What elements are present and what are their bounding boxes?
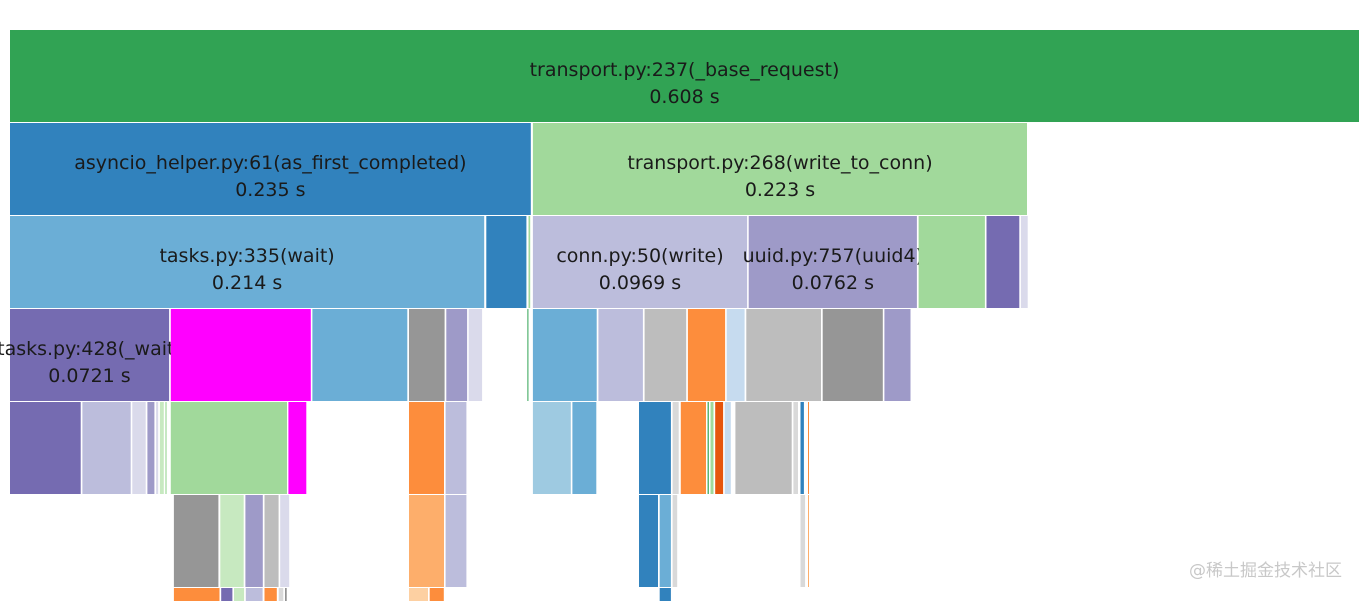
frame-bar[interactable] xyxy=(800,402,804,494)
frame-bar[interactable] xyxy=(173,588,220,601)
frame-bar[interactable] xyxy=(822,309,883,401)
frame-bar[interactable] xyxy=(707,402,709,494)
frame-bar[interactable] xyxy=(220,495,244,587)
frame-time-label: 0.0762 s xyxy=(792,272,874,294)
frame-label: transport.py:268(write_to_conn) xyxy=(627,152,932,174)
frame-bar[interactable] xyxy=(884,309,911,401)
frame-bar[interactable] xyxy=(486,216,527,308)
frame-bar[interactable] xyxy=(800,495,806,587)
frame-bar[interactable] xyxy=(132,402,146,494)
frame-bar[interactable] xyxy=(445,402,467,494)
frame-time-label: 0.214 s xyxy=(212,272,282,294)
frame-bar[interactable] xyxy=(710,402,714,494)
frame-bar[interactable] xyxy=(156,402,159,494)
frame-bar[interactable] xyxy=(285,588,287,601)
frame-bar[interactable] xyxy=(672,495,678,587)
frame-bar[interactable] xyxy=(288,402,307,494)
frame-label: tasks.py:428(_wait) xyxy=(0,338,182,360)
frame-bar[interactable] xyxy=(264,495,279,587)
frame-bar[interactable] xyxy=(147,402,155,494)
frame-bar[interactable] xyxy=(446,309,468,401)
frame-bar[interactable] xyxy=(468,309,483,401)
frame-bar[interactable] xyxy=(221,588,233,601)
frame-bar[interactable] xyxy=(82,402,131,494)
frame-bar[interactable] xyxy=(793,402,798,494)
frame-bar[interactable] xyxy=(572,402,597,494)
frame-bar[interactable] xyxy=(445,495,467,587)
frame-time-label: 0.608 s xyxy=(649,86,719,108)
frame-bar[interactable] xyxy=(746,309,821,401)
frame-bar[interactable] xyxy=(409,495,444,587)
frame-bar[interactable] xyxy=(532,123,1027,215)
frame-bar[interactable] xyxy=(10,309,170,401)
frame-time-label: 0.0969 s xyxy=(599,272,681,294)
frame-bar[interactable] xyxy=(1020,216,1028,308)
frame-time-label: 0.235 s xyxy=(235,179,305,201)
frame-bar[interactable] xyxy=(687,309,726,401)
frame-bar[interactable] xyxy=(598,309,643,401)
frame-bar[interactable] xyxy=(986,216,1020,308)
frame-bar[interactable] xyxy=(748,216,917,308)
frame-bar[interactable] xyxy=(10,216,485,308)
frame-bar[interactable] xyxy=(409,588,428,601)
frame-bar[interactable] xyxy=(639,495,658,587)
frame-time-label: 0.0721 s xyxy=(48,365,130,387)
frame-bar[interactable] xyxy=(170,309,311,401)
frame-label: asyncio_helper.py:61(as_first_completed) xyxy=(74,152,466,174)
watermark: @稀土掘金技术社区 xyxy=(1189,561,1342,581)
frame-bar[interactable] xyxy=(724,402,731,494)
frame-bar[interactable] xyxy=(429,588,444,601)
frame-bar[interactable] xyxy=(245,495,263,587)
frame-bar[interactable] xyxy=(10,402,81,494)
frame-bar[interactable] xyxy=(280,495,290,587)
frame-label: transport.py:237(_base_request) xyxy=(530,59,840,81)
frame-bar[interactable] xyxy=(159,402,164,494)
frame-bar[interactable] xyxy=(659,495,671,587)
frame-label: uuid.py:757(uuid4) xyxy=(743,245,923,267)
frame-bar[interactable] xyxy=(735,402,792,494)
frame-bar[interactable] xyxy=(264,588,277,601)
frame-label: conn.py:50(write) xyxy=(556,245,723,267)
frame-bar[interactable] xyxy=(10,123,531,215)
frame-bar[interactable] xyxy=(409,309,445,401)
frame-bar[interactable] xyxy=(532,402,571,494)
frame-bar[interactable] xyxy=(527,309,529,401)
frame-bar[interactable] xyxy=(528,216,531,308)
frame-bar[interactable] xyxy=(659,588,671,601)
frame-bar[interactable] xyxy=(532,309,597,401)
frame-bar[interactable] xyxy=(680,402,706,494)
frame-bar[interactable] xyxy=(726,309,745,401)
frame-bar[interactable] xyxy=(808,495,809,587)
frame-bar[interactable] xyxy=(808,402,809,494)
frame-bar[interactable] xyxy=(409,402,444,494)
frame-bar[interactable] xyxy=(278,588,284,601)
frame-bar[interactable] xyxy=(639,402,671,494)
frame-bar[interactable] xyxy=(644,309,687,401)
frame-time-label: 0.223 s xyxy=(745,179,815,201)
frame-bar[interactable] xyxy=(312,309,408,401)
frame-bar[interactable] xyxy=(173,495,219,587)
frame-bar[interactable] xyxy=(234,588,245,601)
frame-bar[interactable] xyxy=(245,588,263,601)
frame-bar[interactable] xyxy=(918,216,985,308)
frame-bar[interactable] xyxy=(672,402,679,494)
frame-bar[interactable] xyxy=(532,216,748,308)
frame-label: tasks.py:335(wait) xyxy=(159,245,334,267)
frame-bar[interactable] xyxy=(715,402,724,494)
frame-bar[interactable] xyxy=(170,402,287,494)
frame-bar[interactable] xyxy=(165,402,167,494)
frame-bar[interactable] xyxy=(10,30,1359,122)
